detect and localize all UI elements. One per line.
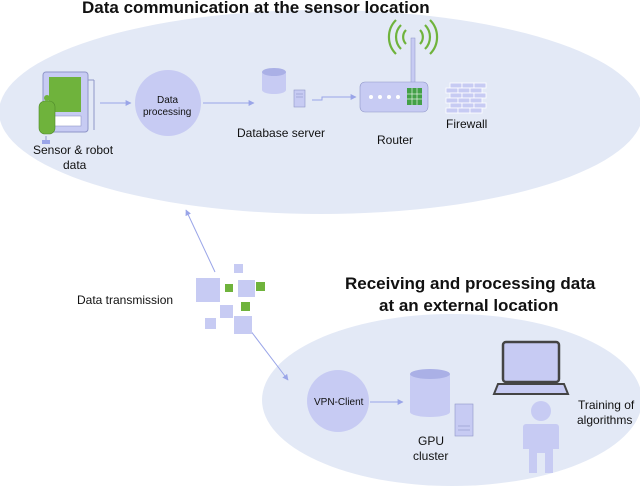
arrow-transmission-up <box>185 209 216 273</box>
sensor-device-icon <box>38 71 95 144</box>
database-icon <box>410 369 450 417</box>
data-processing-node <box>135 70 201 136</box>
arrow-database-to-router <box>312 94 357 101</box>
database-server-label: Database server <box>237 126 326 140</box>
gpu-label-line-1: GPU <box>418 434 445 448</box>
vpn-client-label: VPN-Client <box>314 397 364 408</box>
training-label-line-2: algorithms <box>577 413 633 427</box>
sensor-location-title: Data communication at the sensor locatio… <box>82 0 430 17</box>
external-location-title-line-1: Receiving and processing data <box>345 274 596 293</box>
sensor-label-line-2: data <box>63 158 87 172</box>
server-icon <box>454 403 474 437</box>
data-packets <box>196 264 265 334</box>
data-transmission-label: Data transmission <box>77 293 174 307</box>
processing-label-line-1: Data <box>157 95 179 106</box>
sensor-label-line-1: Sensor & robot <box>33 143 114 157</box>
external-location-title-line-2: at an external location <box>379 296 559 315</box>
arrow-transmission-down <box>249 329 289 381</box>
vpn-client-node <box>307 370 369 432</box>
training-label-line-1: Training of <box>578 398 635 412</box>
gpu-label-line-2: cluster <box>413 449 449 463</box>
person-icon <box>523 401 559 473</box>
wifi-signal-icon <box>387 19 439 55</box>
monitor-icon <box>492 340 570 395</box>
processing-label-line-2: processing <box>143 107 192 118</box>
firewall-icon <box>445 82 487 114</box>
database-icon <box>262 68 286 94</box>
router-icon <box>359 37 429 113</box>
firewall-label: Firewall <box>446 117 488 131</box>
server-icon <box>293 89 306 108</box>
router-label: Router <box>377 133 414 147</box>
sensor-location-ellipse <box>0 10 640 214</box>
